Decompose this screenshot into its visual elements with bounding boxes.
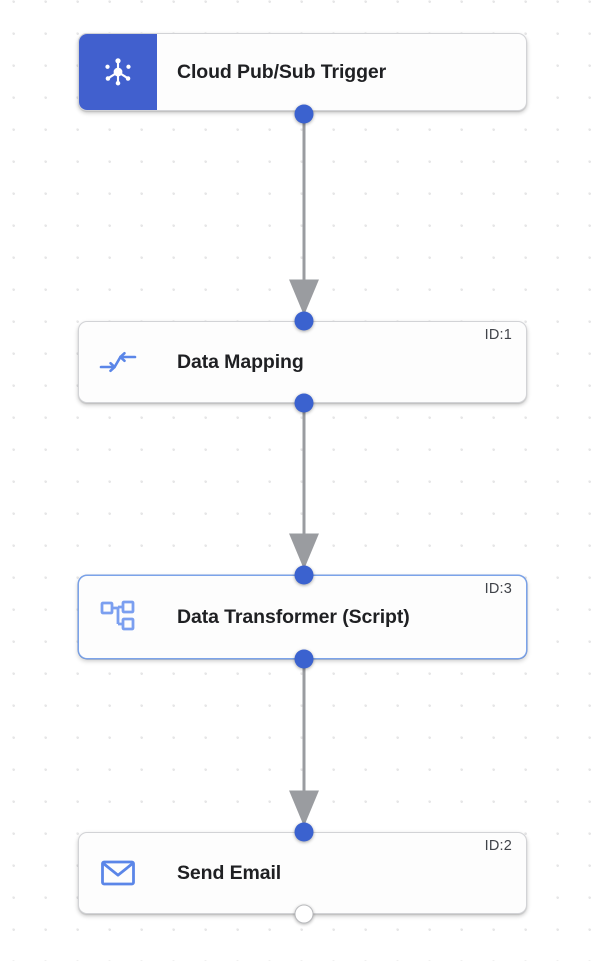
- node-id-badge: ID:2: [484, 838, 512, 854]
- node-id-badge: ID:3: [484, 581, 512, 597]
- handle-data-transformer-source[interactable]: [294, 649, 314, 669]
- envelope-icon: [99, 857, 137, 889]
- data-mapping-icon-panel: [79, 322, 157, 402]
- node-label: Data Transformer (Script): [177, 605, 410, 628]
- pubsub-hub-icon: [101, 55, 135, 89]
- handle-cloud-pubsub-trigger-source[interactable]: [294, 104, 314, 124]
- node-send-email[interactable]: Send Email ID:2: [78, 832, 527, 914]
- node-data-transformer-script[interactable]: Data Transformer (Script) ID:3: [78, 575, 527, 659]
- node-label: Send Email: [177, 861, 282, 884]
- handle-data-mapping-source[interactable]: [294, 393, 314, 413]
- handle-data-mapping-target[interactable]: [294, 311, 314, 331]
- data-mapping-arrows-icon: [98, 347, 138, 377]
- handle-send-email-target[interactable]: [294, 822, 314, 842]
- node-tree-icon: [99, 599, 137, 635]
- trigger-icon-panel: [79, 34, 157, 110]
- handle-send-email-source[interactable]: [294, 904, 314, 924]
- node-data-mapping[interactable]: Data Mapping ID:1: [78, 321, 527, 403]
- send-email-icon-panel: [79, 833, 157, 913]
- node-id-badge: ID:1: [484, 327, 512, 343]
- node-label: Data Mapping: [177, 350, 304, 373]
- data-transformer-icon-panel: [79, 576, 157, 658]
- node-label: Cloud Pub/Sub Trigger: [177, 60, 387, 83]
- handle-data-transformer-target[interactable]: [294, 565, 314, 585]
- node-cloud-pubsub-trigger[interactable]: Cloud Pub/Sub Trigger: [78, 33, 527, 111]
